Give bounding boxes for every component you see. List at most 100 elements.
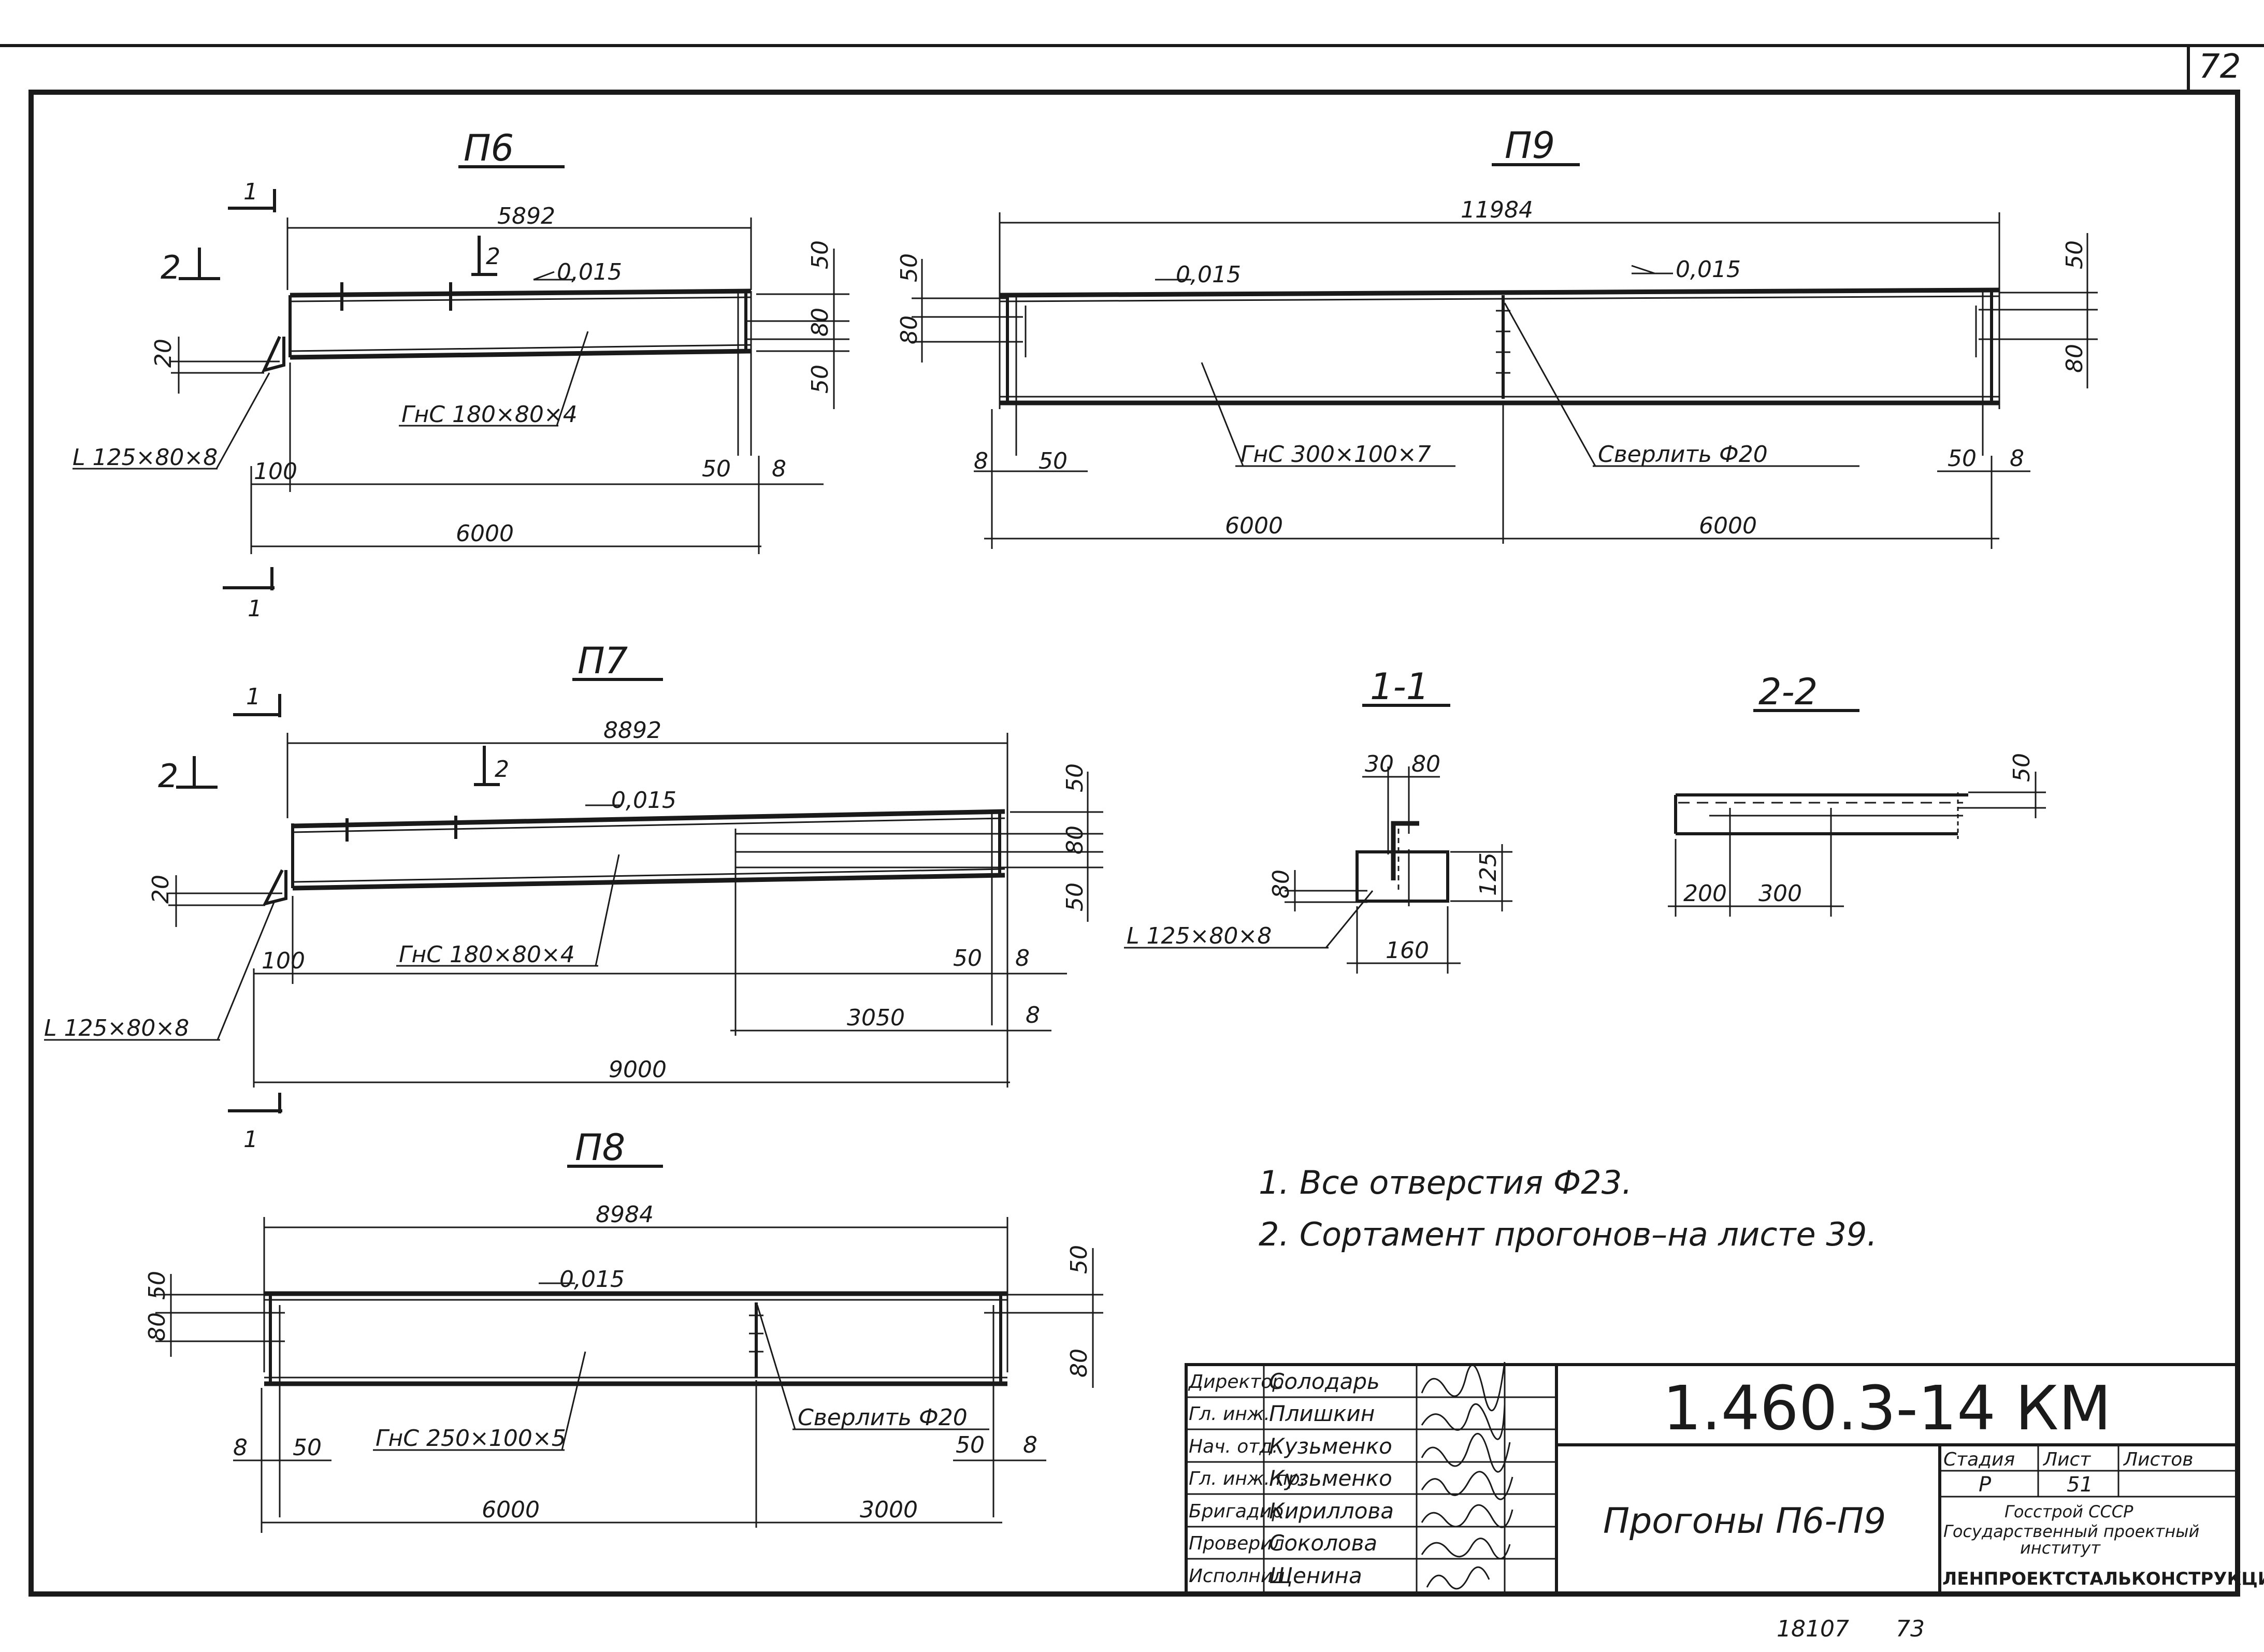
name-2: Плишкин (1269, 1401, 1375, 1426)
slope-p7: 0,015 (611, 787, 676, 814)
dim-2-2-bottom-1: 200 (1683, 880, 1727, 907)
section-mark-p6-top: 1 (243, 179, 258, 205)
note-1: 1. Все отверстия Ф23. (1259, 1164, 1632, 1201)
section-1-1: 1-1 30 80 80 125 160 L 125×80×8 (1124, 665, 1512, 974)
role-1: Директор (1188, 1371, 1284, 1393)
name-1: Солодарь (1269, 1369, 1380, 1394)
name-3: Кузьменко (1269, 1433, 1392, 1459)
dim-p7-right-1: 50 (1062, 763, 1088, 792)
dim-p9-left-1: 50 (896, 253, 922, 282)
drawing-title: Прогоны П6-П9 (1603, 1501, 1886, 1542)
dim-p6-bottom-2: 50 (702, 456, 731, 482)
dim-p9-right-2: 80 (2061, 344, 2088, 373)
dim-p7-right-2: 80 (1062, 825, 1088, 854)
channel-label-p8: ГнС 250×100×5 (376, 1425, 566, 1452)
bottom-number-2: 73 (1896, 1616, 1925, 1642)
role-3: Нач. отд. (1189, 1436, 1278, 1457)
dim-p9-bottom-r2: 8 (2010, 445, 2024, 472)
channel-label-p7: ГнС 180×80×4 (399, 941, 575, 968)
dim-p7-bottom-3: 8 (1015, 945, 1030, 972)
dim-p9-bottom-r1: 50 (1948, 445, 1977, 472)
view-mark-p7-left: 2 (158, 757, 178, 795)
dim-p8-top: 8984 (596, 1201, 654, 1228)
dim-2-2-bottom-2: 300 (1758, 880, 1802, 907)
dim-p6-top: 5892 (497, 203, 555, 229)
bottom-numbers: 18107 73 (1777, 1616, 1925, 1642)
section-1-1-title: 1-1 (1370, 665, 1429, 708)
section-2-2-title: 2-2 (1758, 671, 1818, 713)
view-p7: П7 1 1 2 2 8892 0,015 (44, 640, 1103, 1153)
dim-p9-length-left: 6000 (1225, 513, 1283, 539)
view-p8: П8 8984 0,015 50 80 50 80 (144, 1126, 1103, 1533)
dim-p6-right-2: 80 (807, 308, 833, 337)
dim-p8-left-1: 50 (144, 1271, 170, 1300)
view-mark-p6-mid: 2 (486, 243, 500, 270)
dim-p6-right-3: 50 (807, 365, 833, 394)
drill-label-p9: Сверлить Ф20 (1598, 441, 1768, 468)
title-block: Директор Гл. инж. Нач. отд. Гл. инж. пр.… (1185, 1361, 2264, 1596)
dim-p9-left-2: 80 (896, 315, 922, 344)
name-7: Щенина (1269, 1563, 1362, 1588)
view-title-p6: П6 (464, 127, 514, 169)
page-number: 72 (2199, 48, 2241, 86)
dim-p9-length-right: 6000 (1699, 513, 1757, 539)
dim-p7-right-3: 50 (1062, 882, 1088, 911)
role-7: Исполнил (1189, 1566, 1285, 1587)
dim-1-1-top-2: 80 (1411, 751, 1440, 777)
org-line-1: Госстрой СССР (2005, 1502, 2133, 1521)
dim-p8-right-1: 50 (1066, 1245, 1092, 1274)
dim-p6-right-1: 50 (807, 240, 833, 269)
org-line-4: ЛЕНПРОЕКТСТАЛЬКОНСТРУКЦИЯ (1942, 1569, 2264, 1589)
org-line-2: Государственный проектный (1943, 1521, 2199, 1541)
dim-p7-total: 9000 (609, 1056, 667, 1083)
dim-p8-bottom-l2: 50 (293, 1434, 322, 1461)
notes: 1. Все отверстия Ф23. 2. Сортамент прого… (1259, 1164, 1877, 1253)
dim-p7-part: 3050 (847, 1005, 905, 1031)
role-2: Гл. инж. (1189, 1403, 1270, 1425)
angle-label-1-1: L 125×80×8 (1127, 923, 1272, 949)
view-title-p8: П8 (575, 1126, 625, 1169)
drawing-code: 1.460.3-14 КМ (1663, 1372, 2111, 1444)
dim-p6-bottom-3: 8 (772, 456, 786, 482)
channel-label-p9: ГнС 300×100×7 (1241, 441, 1431, 468)
dim-p9-bottom-l2: 50 (1039, 448, 1068, 474)
dim-p8-bottom-l1: 8 (233, 1434, 248, 1461)
view-title-p7: П7 (578, 640, 628, 682)
dim-1-1-right: 125 (1475, 852, 1502, 896)
dim-p8-bottom-r1: 50 (956, 1432, 985, 1458)
view-p6: П6 1 1 2 2 5892 0,015 (73, 127, 849, 622)
section-2-2: 2-2 50 200 300 (1668, 671, 2046, 917)
bottom-number-1: 18107 (1777, 1616, 1849, 1642)
dim-p9-right-1: 50 (2061, 240, 2088, 269)
name-6: Соколова (1269, 1530, 1377, 1556)
signatures (1421, 1361, 1513, 1590)
stage-header: Стадия (1943, 1449, 2015, 1470)
dim-p7-left: 20 (148, 875, 174, 904)
dim-p6-total: 6000 (456, 520, 514, 547)
view-p9: П9 11984 0,015 0,015 50 8 (896, 124, 2098, 549)
dim-p9-bottom-l1: 8 (974, 448, 988, 474)
slope-p8: 0,015 (559, 1266, 625, 1293)
view-mark-p6-left: 2 (161, 249, 181, 286)
view-mark-p7-mid: 2 (495, 756, 509, 782)
sheet-frame: 72 (0, 44, 2264, 1597)
dim-p7-top: 8892 (603, 717, 661, 744)
drill-label-p8: Сверлить Ф20 (798, 1404, 968, 1431)
section-mark-p6-bottom: 1 (248, 596, 262, 622)
dim-p8-left-2: 80 (144, 1312, 170, 1341)
stage-value: Р (1979, 1473, 1992, 1497)
role-6: Проверил (1189, 1533, 1285, 1554)
slope-p6: 0,015 (557, 259, 622, 285)
org-line-3: институт (2020, 1538, 2101, 1558)
role-5: Бригадир (1189, 1501, 1284, 1522)
slope-p9-right: 0,015 (1676, 256, 1741, 283)
angle-label-p7: L 125×80×8 (44, 1015, 189, 1041)
role-4: Гл. инж. пр. (1189, 1468, 1306, 1489)
dim-1-1-left: 80 (1268, 870, 1294, 899)
dim-p8-length-left: 6000 (482, 1497, 540, 1523)
dim-p7-bottom-1: 100 (262, 948, 305, 974)
angle-label-p6: L 125×80×8 (73, 444, 218, 471)
section-mark-p7-top: 1 (246, 684, 261, 710)
name-5: Кириллова (1269, 1498, 1394, 1524)
